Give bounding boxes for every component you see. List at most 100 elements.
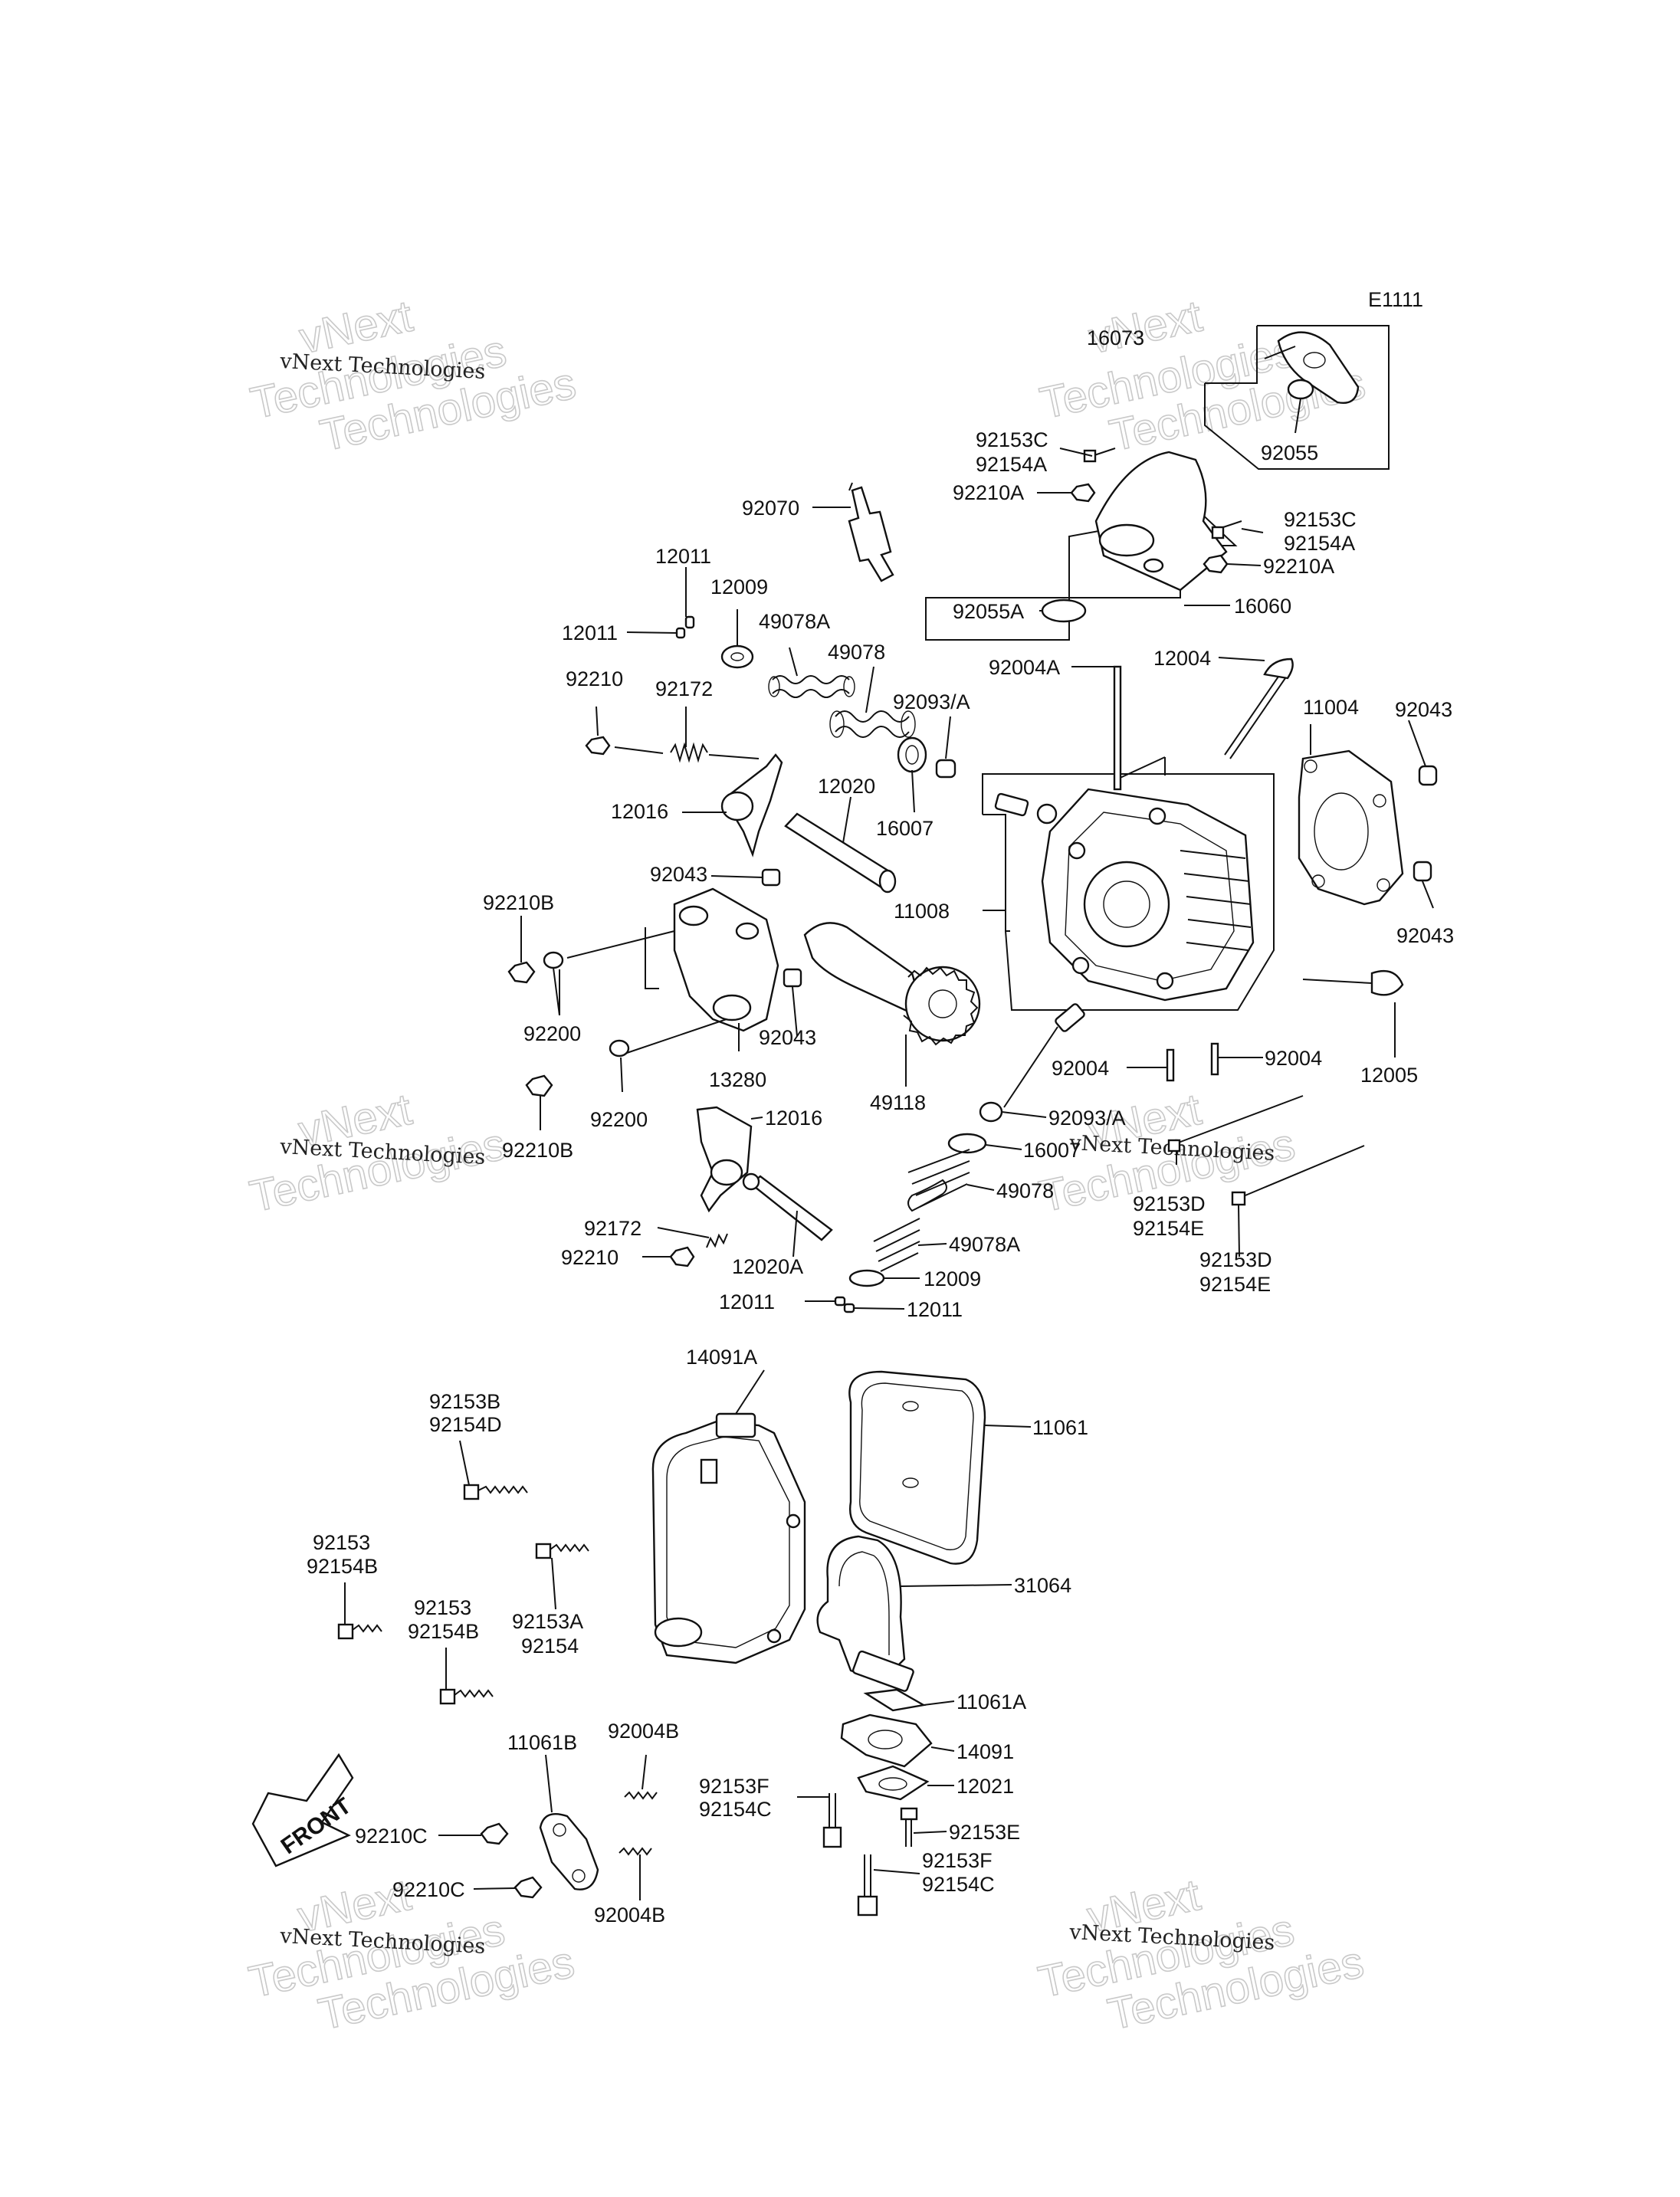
- part-label-11008: 11008: [894, 900, 950, 923]
- part-label-92154D: 92154D: [429, 1413, 502, 1436]
- spark-plug-92070: [848, 482, 894, 582]
- gasket-11061A: [863, 1688, 927, 1712]
- valve-12005: [1302, 969, 1404, 1058]
- bolt-92153-a: [337, 1623, 382, 1640]
- retainer-12009-bottom: [848, 1269, 885, 1287]
- bolt-92153D-a: [1167, 1095, 1304, 1153]
- part-label-16007-b: 16007: [1023, 1139, 1081, 1162]
- part-label-11061A: 11061A: [956, 1690, 1026, 1713]
- bolt-92153F-a: [822, 1793, 842, 1848]
- bolt-92153F-b: [857, 1854, 878, 1917]
- part-label-12020: 12020: [818, 775, 875, 798]
- part-label-92210A-b: 92210A: [1263, 555, 1334, 578]
- retainer-12009-top: [720, 644, 754, 669]
- bolt-92153E: [900, 1807, 918, 1847]
- breather-pipe-31064: [816, 1535, 914, 1692]
- part-labels: 16073 92055 92153C 92154A 92210A 92070 9…: [307, 326, 1454, 1926]
- part-label-12005: 12005: [1360, 1064, 1418, 1087]
- part-label-92153C-a: 92153C: [976, 428, 1048, 451]
- spring-49078A-top: [768, 675, 855, 698]
- part-label-16073: 16073: [1087, 326, 1144, 349]
- part-label-92200-b: 92200: [590, 1108, 648, 1131]
- nut-92210-bottom: [669, 1246, 695, 1267]
- nut-92210A-a: [1070, 483, 1096, 503]
- stud-92004B-a: [624, 1791, 658, 1800]
- part-label-92210C-a: 92210C: [355, 1825, 428, 1848]
- part-label-92043-c: 92043: [1396, 924, 1454, 947]
- adjust-screw-92172-top: [670, 742, 760, 763]
- rocker-arm-12016-top: [720, 753, 783, 857]
- part-label-92153D-b: 92153D: [1199, 1248, 1272, 1271]
- part-label-92172-a: 92172: [655, 677, 713, 700]
- part-label-16060: 16060: [1234, 595, 1291, 618]
- part-label-92172-b: 92172: [584, 1217, 641, 1240]
- part-label-92153F-a: 92153F: [699, 1775, 769, 1798]
- intake-group-frame: [1204, 325, 1390, 470]
- nut-92210B-bottom: [525, 1074, 553, 1097]
- rocker-shaft-12020A: [742, 1172, 833, 1241]
- part-label-92154E-a: 92154E: [1133, 1217, 1204, 1240]
- part-label-92043-d: 92043: [759, 1026, 816, 1049]
- part-label-14091A: 14091A: [686, 1346, 757, 1369]
- part-label-92004-a: 92004: [1052, 1057, 1109, 1080]
- part-label-11061: 11061: [1032, 1416, 1088, 1439]
- washer-92200-bottom: [609, 1039, 630, 1058]
- part-label-92154C-b: 92154C: [922, 1873, 995, 1896]
- o-ring-92055A: [1041, 598, 1087, 623]
- plate-14091: [840, 1713, 933, 1768]
- part-label-12011-a: 12011: [655, 545, 711, 568]
- part-label-31064: 31064: [1014, 1574, 1071, 1597]
- part-label-92153-b: 92153: [414, 1596, 471, 1619]
- part-label-49078-a: 49078: [828, 641, 885, 664]
- part-label-92004-b: 92004: [1265, 1047, 1322, 1070]
- part-label-92153-a: 92153: [313, 1531, 370, 1554]
- guide-lower: [1003, 1003, 1085, 1108]
- part-label-12016-b: 12016: [765, 1107, 822, 1130]
- part-label-92055A: 92055A: [953, 600, 1024, 623]
- stud-92004-b: [1210, 1042, 1219, 1076]
- camshaft-49118: [803, 922, 981, 1046]
- part-label-12020A: 12020A: [732, 1255, 803, 1278]
- part-label-92210C-b: 92210C: [392, 1878, 465, 1901]
- part-label-92093-a: 92093/A: [893, 690, 970, 713]
- part-label-13280: 13280: [709, 1068, 766, 1091]
- washer-92200-top: [543, 951, 564, 1016]
- part-label-92153A: 92153A: [512, 1610, 583, 1633]
- bolt-92153C-b: [1211, 520, 1242, 539]
- seat-16007-bottom: [947, 1133, 987, 1154]
- head-cover-14091A: [651, 1412, 806, 1664]
- nut-92210-top: [585, 736, 664, 756]
- part-label-92055: 92055: [1261, 441, 1318, 464]
- spring-49078-top: [829, 710, 916, 738]
- part-label-12011-d: 12011: [907, 1298, 963, 1321]
- part-label-49078A-b: 49078A: [949, 1233, 1020, 1256]
- part-label-92153D-a: 92153D: [1133, 1192, 1206, 1215]
- spring-49078A-bottom: [873, 1218, 920, 1272]
- gasket-11061: [848, 1370, 986, 1565]
- part-label-92200-a: 92200: [523, 1022, 581, 1045]
- part-label-92004A: 92004A: [989, 656, 1060, 679]
- part-label-92153B: 92153B: [429, 1390, 500, 1413]
- valve-12004: [1224, 657, 1294, 759]
- diagram-code: E1111: [1368, 288, 1423, 311]
- seal-92093-top: [935, 759, 956, 779]
- part-label-12009-b: 12009: [924, 1267, 981, 1290]
- gasket-11061B: [539, 1812, 599, 1890]
- part-label-12021: 12021: [956, 1775, 1014, 1798]
- stud-92004-a: [1166, 1048, 1175, 1082]
- part-label-12009-a: 12009: [710, 575, 768, 598]
- dowel-92043-a: [761, 868, 781, 887]
- nut-92210C-b: [514, 1876, 543, 1899]
- part-label-92153E: 92153E: [949, 1821, 1020, 1844]
- part-label-11004: 11004: [1303, 696, 1359, 719]
- valve-guide-top: [994, 792, 1058, 825]
- cotter-12011-top: [675, 615, 695, 639]
- nut-92210B-top: [507, 961, 536, 984]
- part-label-92154E-b: 92154E: [1199, 1273, 1271, 1296]
- part-label-92004B-b: 92004B: [594, 1904, 665, 1926]
- part-label-92154B-a: 92154B: [307, 1555, 378, 1578]
- cylinder-head-11008: [982, 665, 1275, 1011]
- dowel-92043-c: [1418, 765, 1438, 786]
- part-label-92093-b: 92093/A: [1048, 1107, 1126, 1130]
- rocker-shaft-12020: [784, 812, 897, 894]
